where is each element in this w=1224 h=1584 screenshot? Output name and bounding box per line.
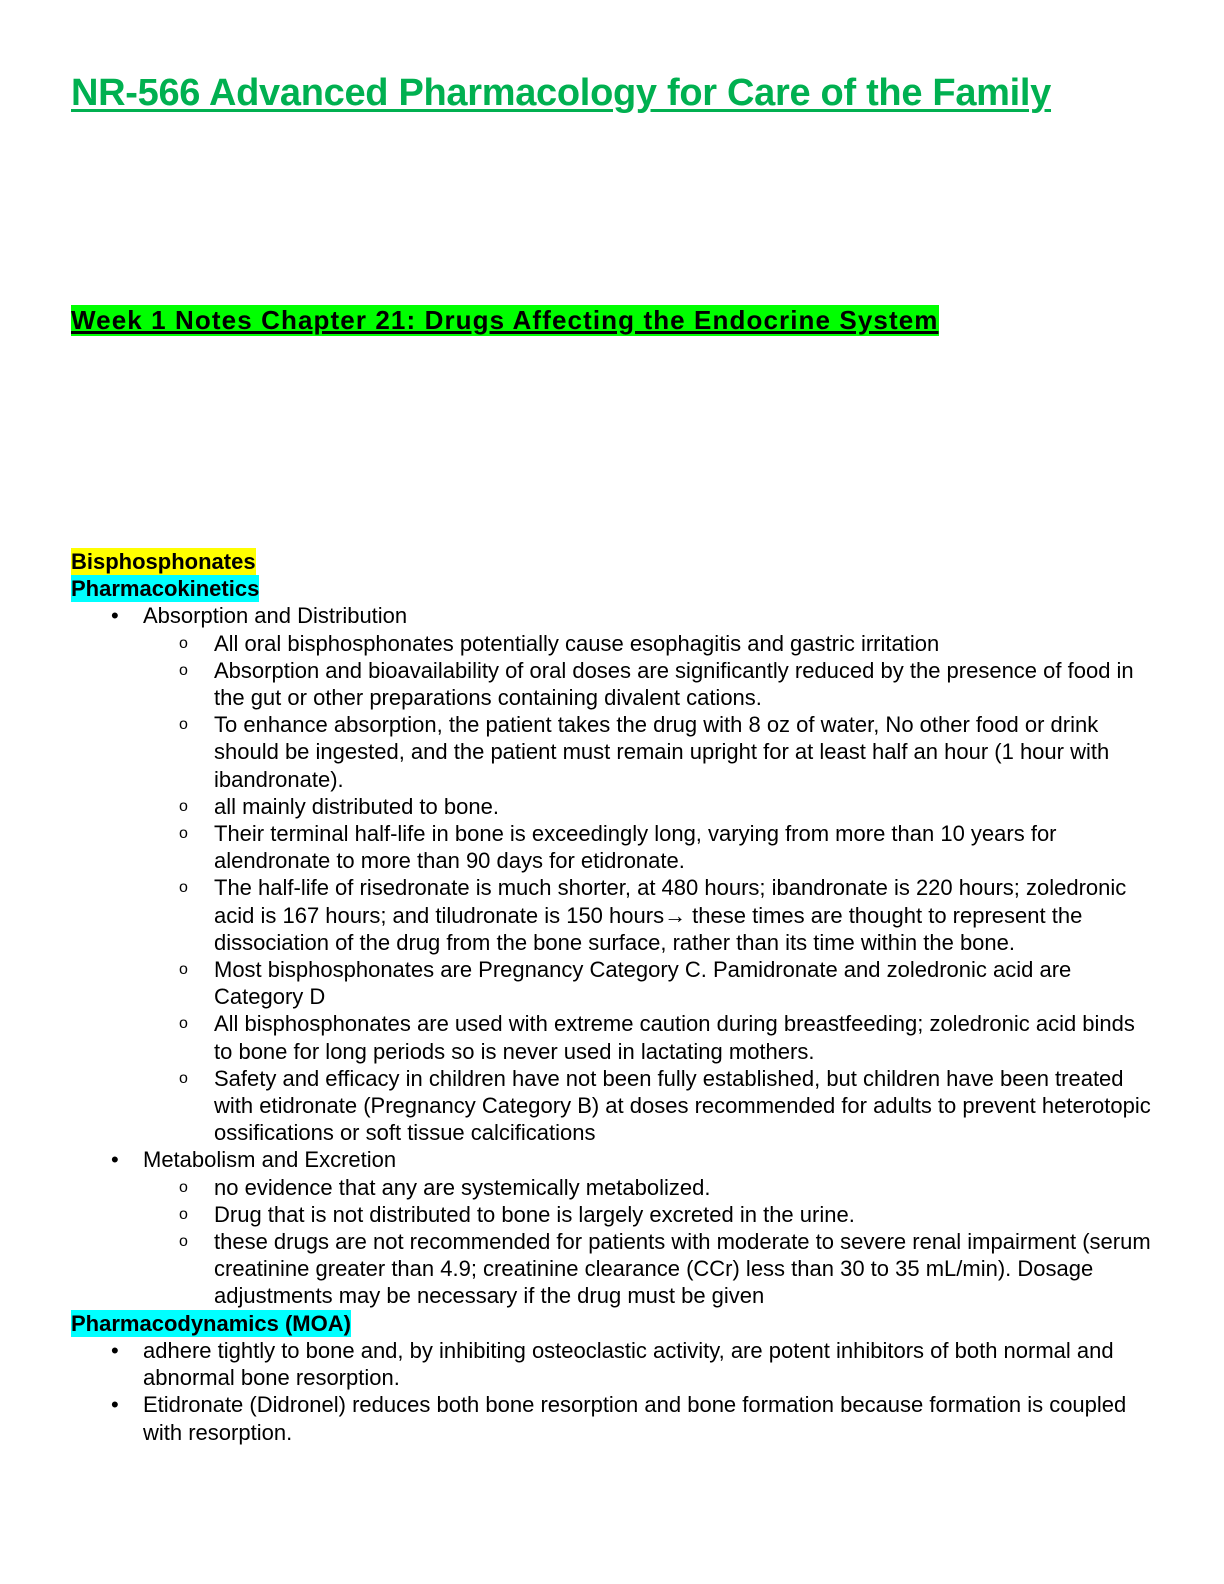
list-item-text: Etidronate (Didronel) reduces both bone … xyxy=(143,1392,1127,1445)
bullet-icon: o xyxy=(179,1178,188,1196)
week-heading: Week 1 Notes Chapter 21: Drugs Affecting… xyxy=(71,305,939,336)
sub-list-item: o All oral bisphosphonates potentially ca… xyxy=(71,630,1151,657)
sub-list-item: o Drug that is not distributed to bone is… xyxy=(71,1201,1151,1228)
list-item-text: To enhance absorption, the patient takes… xyxy=(214,712,1110,792)
bullet-icon: • xyxy=(111,603,119,629)
list-item-text: Drug that is not distributed to bone is … xyxy=(214,1201,855,1227)
bullet-icon: o xyxy=(179,634,188,652)
bullet-icon: o xyxy=(179,1015,188,1033)
sub-list-item: o Safety and efficacy in children have no… xyxy=(71,1065,1151,1147)
bullet-icon: o xyxy=(179,825,188,843)
list-item-text: Safety and efficacy in children have not… xyxy=(214,1065,1151,1146)
sub-list-container: o no evidence that any are systemically m… xyxy=(71,1174,1151,1310)
pharmacokinetics-list: • Absorption and Distribution o All oral bi… xyxy=(71,602,1151,1309)
sub-list: o All oral bisphosphonates potentially ca… xyxy=(71,630,1151,1147)
sub-list-item: o Absorption and bioavailability of oral… xyxy=(71,657,1151,711)
sub-list-item: o Their terminal half-life in bone is exc… xyxy=(71,820,1151,874)
bullet-icon: o xyxy=(179,716,188,734)
bullet-icon: • xyxy=(111,1337,119,1363)
bullet-icon: o xyxy=(179,879,188,897)
sub-list-item: o All bisphosphonates are used with extre… xyxy=(71,1010,1151,1064)
bullet-icon: o xyxy=(179,961,188,979)
list-item-text: adhere tightly to bone and, by inhibitin… xyxy=(143,1337,1114,1391)
sub-list-item: o no evidence that any are systemically m… xyxy=(71,1174,1151,1201)
sub-list-item: o To enhance absorption, the patient take… xyxy=(71,711,1151,793)
sub-list-item: o these drugs are not recommended for pat… xyxy=(71,1228,1151,1310)
document-title: NR-566 Advanced Pharmacology for Care of… xyxy=(71,72,1052,114)
bullet-icon: o xyxy=(179,1205,188,1223)
sub-list-item: o all mainly distributed to bone. xyxy=(71,793,1151,820)
list-item-text: Their terminal half-life in bone is exce… xyxy=(214,821,1057,874)
bullet-icon: • xyxy=(111,1147,119,1173)
sub-list-item: o The half-life of risedronate is much sh… xyxy=(71,874,1151,956)
list-item-text: these drugs are not recommended for pati… xyxy=(214,1229,1151,1309)
list-item: • adhere tightly to bone and, by inhibiti… xyxy=(71,1337,1151,1391)
list-item-text: no evidence that any are systemically me… xyxy=(214,1174,711,1200)
bullet-icon: o xyxy=(179,661,188,679)
bullet-icon: o xyxy=(179,797,188,815)
sub-list: o no evidence that any are systemically m… xyxy=(71,1174,1151,1310)
list-item: • Absorption and Distribution xyxy=(71,602,1151,629)
list-item-text: Absorption and Distribution xyxy=(143,603,408,629)
pharmacodynamics-list: • adhere tightly to bone and, by inhibiti… xyxy=(71,1337,1151,1446)
list-item-text: All bisphosphonates are used with extrem… xyxy=(214,1011,1135,1064)
list-item: • Metabolism and Excretion xyxy=(71,1146,1151,1173)
list-item-text: Metabolism and Excretion xyxy=(143,1147,397,1173)
list-item-text: Most bisphosphonates are Pregnancy Categ… xyxy=(214,957,1072,1010)
pharmacodynamics-heading: Pharmacodynamics (MOA) xyxy=(71,1309,351,1337)
bullet-icon: o xyxy=(179,1233,188,1251)
sub-list-item: o Most bisphosphonates are Pregnancy Cate… xyxy=(71,956,1151,1010)
list-item-text: all mainly distributed to bone. xyxy=(214,793,499,819)
list-item: • Etidronate (Didronel) reduces both bone… xyxy=(71,1391,1151,1445)
list-item-text: Absorption and bioavailability of oral d… xyxy=(214,657,1134,711)
list-item-text: The half-life of risedronate is much sho… xyxy=(214,875,1127,955)
notes-content: Bisphosphonates Pharmacokinetics • Absorp… xyxy=(71,548,1151,1446)
sub-list-container: o All oral bisphosphonates potentially ca… xyxy=(71,630,1151,1147)
bullet-icon: o xyxy=(179,1069,188,1087)
list-item-text: All oral bisphosphonates potentially cau… xyxy=(214,630,940,656)
pharmacokinetics-heading: Pharmacokinetics xyxy=(71,575,260,603)
section-heading: Bisphosphonates xyxy=(71,548,256,576)
bullet-icon: • xyxy=(111,1392,119,1418)
